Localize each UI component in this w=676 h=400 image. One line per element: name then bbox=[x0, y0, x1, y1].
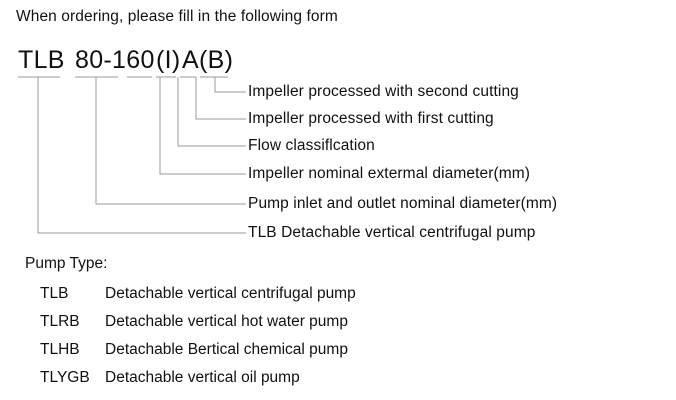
pump-type-row: TLHB Detachable Bertical chemical pump bbox=[0, 341, 676, 365]
callout-label-1: Impeller processed with second cutting bbox=[248, 83, 519, 100]
pump-type-code: TLYGB bbox=[40, 369, 90, 386]
pump-type-description: Detachable vertical hot water pump bbox=[105, 313, 348, 330]
pump-type-description: Detachable vertical oil pump bbox=[105, 369, 300, 386]
callout-label-3: Flow classiflcation bbox=[248, 137, 375, 154]
pump-type-row: TLB Detachable vertical centrifugal pump bbox=[0, 285, 676, 309]
callout-label-6: TLB Detachable vertical centrifugal pump bbox=[248, 224, 536, 241]
model-code-flow-class: (I) bbox=[156, 46, 181, 74]
pump-type-code: TLHB bbox=[40, 341, 80, 358]
page-title: When ordering, please fill in the follow… bbox=[16, 8, 338, 25]
model-code-series: TLB bbox=[18, 46, 65, 74]
callout-label-2: Impeller processed with first cutting bbox=[248, 110, 494, 127]
pump-type-code: TLRB bbox=[40, 313, 80, 330]
model-code-cut: A(B) bbox=[182, 46, 234, 74]
callout-label-4: Impeller nominal extermal diameter(mm) bbox=[248, 165, 531, 182]
callout-label-5: Pump inlet and outlet nominal diameter(m… bbox=[248, 195, 558, 212]
pump-type-description: Detachable Bertical chemical pump bbox=[105, 341, 348, 358]
pump-type-row: TLRB Detachable vertical hot water pump bbox=[0, 313, 676, 337]
model-code-size: 80-160 bbox=[75, 46, 155, 74]
pump-type-heading: Pump Type: bbox=[25, 255, 108, 272]
pump-type-row: TLYGB Detachable vertical oil pump bbox=[0, 369, 676, 393]
pump-type-description: Detachable vertical centrifugal pump bbox=[105, 285, 356, 302]
pump-type-code: TLB bbox=[40, 285, 69, 302]
